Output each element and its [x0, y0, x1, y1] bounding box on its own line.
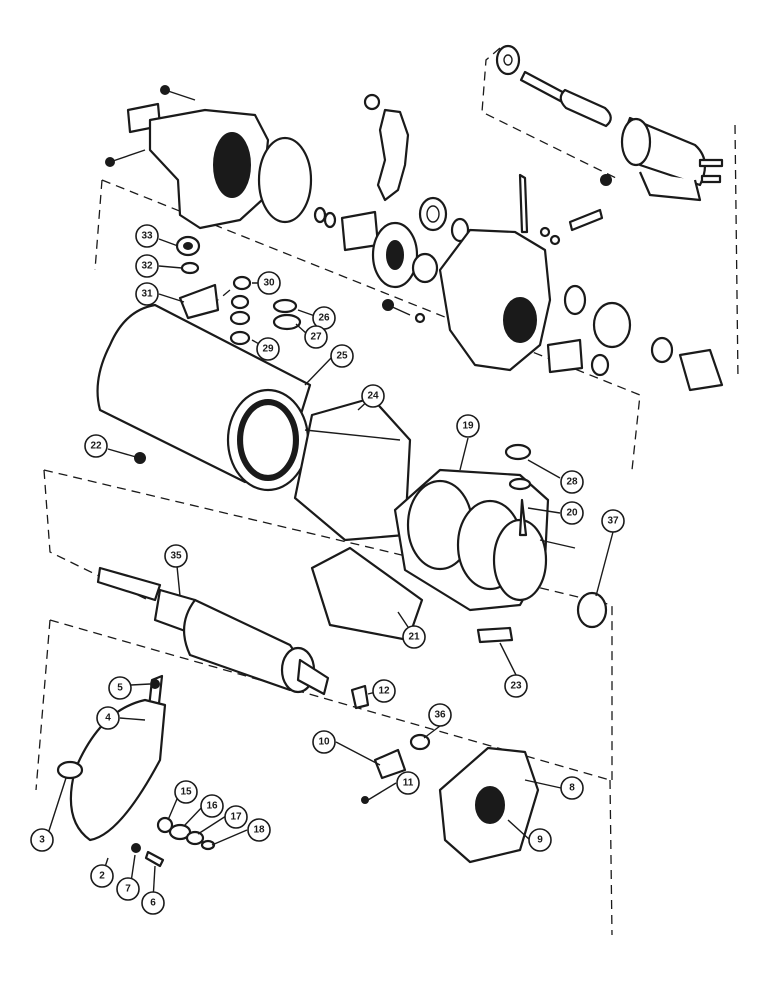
callout-22: 22 — [84, 434, 108, 458]
callout-7: 7 — [116, 877, 140, 901]
svg-text:29: 29 — [262, 344, 274, 355]
svg-text:11: 11 — [403, 778, 414, 789]
svg-text:31: 31 — [141, 289, 153, 300]
callout-3: 3 — [30, 828, 54, 852]
callout-10: 10 — [312, 730, 336, 754]
callout-20: 20 — [560, 501, 584, 525]
svg-text:25: 25 — [336, 351, 348, 362]
callout-4: 4 — [96, 706, 120, 730]
gear-housing-assembly — [313, 93, 724, 392]
callout-32: 32 — [135, 254, 159, 278]
callout-12: 12 — [372, 679, 396, 703]
terminal-hardware — [175, 235, 302, 346]
callout-6: 6 — [141, 891, 165, 915]
callout-17: 17 — [224, 805, 248, 829]
callout-19: 19 — [456, 414, 480, 438]
svg-text:2: 2 — [99, 871, 105, 882]
svg-text:16: 16 — [206, 801, 218, 812]
svg-text:12: 12 — [378, 686, 390, 697]
callout-35: 35 — [164, 544, 188, 568]
svg-text:32: 32 — [141, 261, 153, 272]
svg-text:10: 10 — [318, 737, 330, 748]
callout-15: 15 — [174, 780, 198, 804]
callout-31: 31 — [135, 282, 159, 306]
svg-text:18: 18 — [253, 825, 265, 836]
svg-text:6: 6 — [150, 898, 156, 909]
callout-18: 18 — [247, 818, 271, 842]
callout-21: 21 — [402, 625, 426, 649]
callout-37: 37 — [601, 509, 625, 533]
svg-text:3: 3 — [39, 835, 45, 846]
callout-2: 2 — [90, 864, 114, 888]
field-coil-assembly — [393, 443, 576, 612]
field-frame — [96, 303, 312, 492]
svg-text:20: 20 — [566, 508, 578, 519]
svg-text:23: 23 — [510, 681, 522, 692]
svg-text:27: 27 — [310, 332, 322, 343]
drive-housing — [105, 85, 313, 230]
svg-text:17: 17 — [230, 812, 242, 823]
callout-33: 33 — [135, 224, 159, 248]
svg-text:19: 19 — [462, 421, 474, 432]
armature — [96, 566, 330, 696]
callout-5: 5 — [108, 676, 132, 700]
insulator-band — [293, 396, 412, 542]
callout-25: 25 — [330, 344, 354, 368]
callout-23: 23 — [504, 674, 528, 698]
svg-text:22: 22 — [90, 441, 102, 452]
callout-9: 9 — [528, 828, 552, 852]
callout-30: 30 — [257, 271, 281, 295]
svg-text:37: 37 — [607, 516, 619, 527]
svg-text:5: 5 — [117, 683, 123, 694]
callout-28: 28 — [560, 470, 584, 494]
pole-shoe — [310, 546, 608, 644]
svg-text:15: 15 — [180, 787, 192, 798]
callout-16: 16 — [200, 794, 224, 818]
svg-text:36: 36 — [434, 710, 446, 721]
callout-36: 36 — [428, 703, 452, 727]
svg-text:21: 21 — [408, 632, 420, 643]
svg-text:26: 26 — [318, 313, 330, 324]
svg-text:28: 28 — [566, 477, 578, 488]
callout-8: 8 — [560, 776, 584, 800]
callout-27: 27 — [304, 325, 328, 349]
svg-text:24: 24 — [367, 391, 379, 402]
callout-11: 11 — [396, 771, 420, 795]
svg-text:8: 8 — [569, 783, 575, 794]
svg-text:4: 4 — [105, 713, 111, 724]
solenoid-assembly — [495, 44, 724, 202]
callout-29: 29 — [256, 337, 280, 361]
svg-text:33: 33 — [141, 231, 153, 242]
brush-plate-assembly — [56, 674, 540, 868]
callout-24: 24 — [361, 384, 385, 408]
svg-text:35: 35 — [170, 551, 182, 562]
svg-text:30: 30 — [263, 278, 275, 289]
svg-text:7: 7 — [125, 884, 131, 895]
callouts: 33 32 31 30 26 27 29 25 24 22 19 28 20 3… — [30, 224, 625, 915]
svg-text:9: 9 — [537, 835, 543, 846]
